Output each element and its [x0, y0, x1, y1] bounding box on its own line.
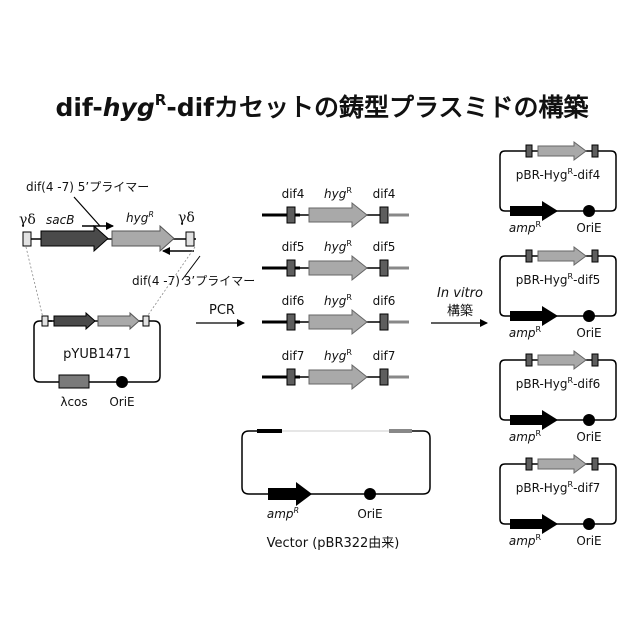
cassette-hygR-arrow: [309, 365, 367, 389]
page-title: dif-hygR-difカセットの鋳型プラスミドの構築: [55, 91, 589, 122]
product-ori-label: OriE: [576, 430, 601, 444]
cassette-left-label: dif4: [282, 187, 305, 201]
pcr-label: PCR: [209, 303, 235, 318]
invitro-label: In vitro: [437, 286, 483, 301]
cassette-dif-left-box: [287, 314, 295, 330]
cassette-right-label: dif4: [373, 187, 396, 201]
gd-left-box: [23, 232, 31, 246]
product-ori-dot: [583, 310, 595, 322]
product-ori-label: OriE: [576, 221, 601, 235]
product-hygR-arrow: [538, 351, 586, 369]
lambda-cos-box: [59, 375, 89, 388]
cassette-left-label: dif5: [282, 240, 305, 254]
primer5-label: dif(4 -7) 5’プライマー: [26, 180, 149, 194]
product-ampR-arrow: [510, 201, 558, 221]
sacB-label: sacB: [46, 213, 74, 227]
product-ampR-arrow: [510, 306, 558, 326]
product-ampR-label: ampR: [509, 533, 542, 548]
cassette-hygR-arrow: [309, 256, 367, 280]
primer3-label: dif(4 -7) 3’プライマー: [132, 274, 255, 288]
vector-outline: [242, 431, 430, 494]
hygR-arrow-source: [112, 226, 174, 251]
cassette-dif-right-box: [380, 314, 388, 330]
cassette-dif-left-box: [287, 207, 295, 223]
cassette-gene-label: hygR: [324, 186, 352, 201]
pYUB1471-gd-right: [143, 316, 149, 326]
cassette-dif-right-box: [380, 260, 388, 276]
pYUB1471-gd-left: [42, 316, 48, 326]
product-ampR-label: ampR: [509, 220, 542, 235]
cassette-hygR-arrow: [309, 203, 367, 227]
pcr-cassettes: dif4 hygR dif4 dif5 hygR dif5 dif6 hygR dif6 dif7…: [262, 186, 409, 389]
product-name: pBR-HygR-dif7: [516, 480, 600, 495]
product-dif-right-box: [592, 458, 598, 470]
vector-ori-dot: [364, 488, 376, 500]
product-plasmids: pBR-HygR-dif4 ampR OriE pBR-HygR-dif5 ampR Or…: [500, 142, 616, 548]
vector-caption: Vector (pBR322由来): [267, 536, 400, 551]
product-ampR-arrow: [510, 514, 558, 534]
cassette-right-label: dif5: [373, 240, 396, 254]
cassette-dif-right-box: [380, 207, 388, 223]
vector-ampR-label: ampR: [267, 506, 299, 521]
cassette-dif-left-box: [287, 369, 295, 385]
product-dif-left-box: [526, 458, 532, 470]
cassette-right-label: dif6: [373, 294, 396, 308]
vector-ori-label: OriE: [357, 507, 382, 521]
product-dif-left-box: [526, 354, 532, 366]
cassette-left-label: dif6: [282, 294, 305, 308]
product-hygR-arrow: [538, 247, 586, 265]
product-dif-right-box: [592, 145, 598, 157]
product-dif-right-box: [592, 354, 598, 366]
gd-left-label: γδ: [19, 212, 36, 228]
product-ori-dot: [583, 205, 595, 217]
hyg-label-top: hygR: [126, 210, 154, 225]
primer5-pointer: [74, 197, 100, 226]
gd-right-label: γδ: [178, 210, 195, 226]
product-hygR-arrow: [538, 455, 586, 473]
vector-ampR-arrow: [268, 482, 312, 506]
construction-label: 構築: [447, 304, 473, 319]
cassette-gene-label: hygR: [324, 348, 352, 363]
product-name: pBR-HygR-dif4: [516, 167, 600, 182]
cassette-gene-label: hygR: [324, 239, 352, 254]
cassette-hygR-arrow: [309, 310, 367, 334]
cassette-right-label: dif7: [373, 349, 396, 363]
product-hygR-arrow: [538, 142, 586, 160]
product-ampR-label: ampR: [509, 325, 542, 340]
zoom-line-left: [26, 247, 43, 318]
pYUB1471-ori-dot: [116, 376, 128, 388]
lambda-cos-label: λcos: [60, 395, 87, 409]
pYUB1471-sacB: [54, 313, 95, 329]
gd-right-box: [186, 232, 194, 246]
pYUB1471-name: pYUB1471: [63, 347, 131, 362]
product-ori-label: OriE: [576, 326, 601, 340]
cassette-dif-right-box: [380, 369, 388, 385]
product-ampR-arrow: [510, 410, 558, 430]
product-name: pBR-HygR-dif5: [516, 272, 600, 287]
cassette-gene-label: hygR: [324, 293, 352, 308]
product-dif-left-box: [526, 250, 532, 262]
product-ori-dot: [583, 414, 595, 426]
cassette-dif-left-box: [287, 260, 295, 276]
product-dif-right-box: [592, 250, 598, 262]
product-ori-dot: [583, 518, 595, 530]
sacB-arrow: [41, 226, 108, 251]
product-ori-label: OriE: [576, 534, 601, 548]
pYUB1471-ori-label: OriE: [109, 395, 134, 409]
pYUB1471-hygR: [98, 313, 139, 329]
product-name: pBR-HygR-dif6: [516, 376, 600, 391]
cassette-left-label: dif7: [282, 349, 305, 363]
product-dif-left-box: [526, 145, 532, 157]
product-ampR-label: ampR: [509, 429, 542, 444]
